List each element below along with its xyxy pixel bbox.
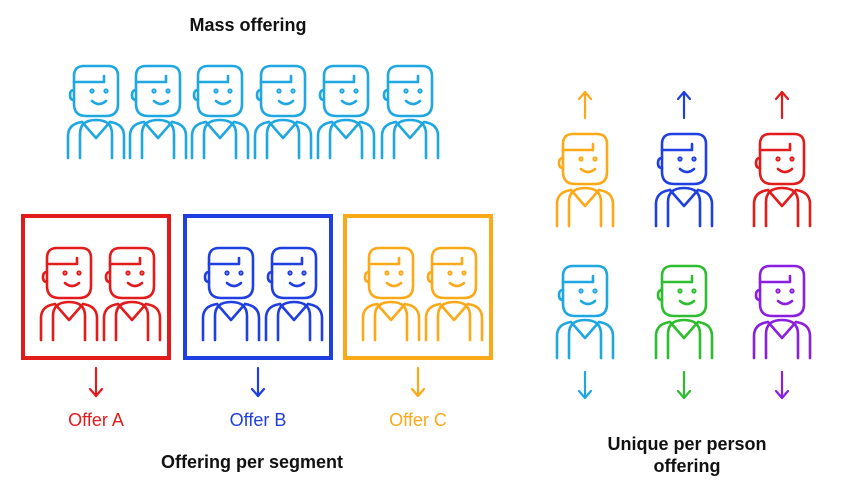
unique-arrow-down-2: [676, 370, 692, 400]
segment-1: Offer A: [21, 214, 171, 430]
unique-person-4: [555, 264, 615, 360]
mass-person-3: [190, 64, 250, 160]
offer-label: Offer A: [68, 410, 124, 430]
segment-person: [361, 246, 421, 342]
mass-person-4: [253, 64, 313, 160]
unique-arrow-up-1: [577, 90, 593, 120]
unique-arrow-up-2: [676, 90, 692, 120]
segment-3: Offer C: [343, 214, 493, 430]
mass-offering-group: [66, 64, 440, 160]
unique-arrow-up-3: [774, 90, 790, 120]
unique-offering-title-line1: Unique per person: [607, 434, 766, 454]
mass-person-2: [128, 64, 188, 160]
segment-person: [102, 246, 162, 342]
segment-person: [264, 246, 324, 342]
segment-box: [183, 214, 333, 360]
unique-person-5: [654, 264, 714, 360]
unique-arrow-down-3: [774, 370, 790, 400]
mass-person-6: [380, 64, 440, 160]
unique-arrow-down-1: [577, 370, 593, 400]
segment-arrow-down: [88, 366, 104, 398]
unique-person-6: [752, 264, 812, 360]
unique-person-3: [752, 132, 812, 228]
unique-person-2: [654, 132, 714, 228]
segment-offering-title: Offering per segment: [161, 452, 343, 472]
mass-person-5: [316, 64, 376, 160]
mass-person-1: [66, 64, 126, 160]
mass-offering-title: Mass offering: [189, 15, 306, 35]
segment-offering-group: Offer A Offer B Offer C: [21, 214, 493, 430]
segment-arrow-down: [250, 366, 266, 398]
unique-offering-group: [555, 90, 812, 400]
segment-2: Offer B: [183, 214, 333, 430]
segment-box: [343, 214, 493, 360]
segment-box: [21, 214, 171, 360]
unique-offering-title-line2: offering: [654, 456, 721, 476]
offer-label: Offer B: [230, 410, 287, 430]
segment-arrow-down: [410, 366, 426, 398]
segment-person: [39, 246, 99, 342]
segment-person: [201, 246, 261, 342]
offer-label: Offer C: [389, 410, 447, 430]
segment-person: [424, 246, 484, 342]
unique-person-1: [555, 132, 615, 228]
